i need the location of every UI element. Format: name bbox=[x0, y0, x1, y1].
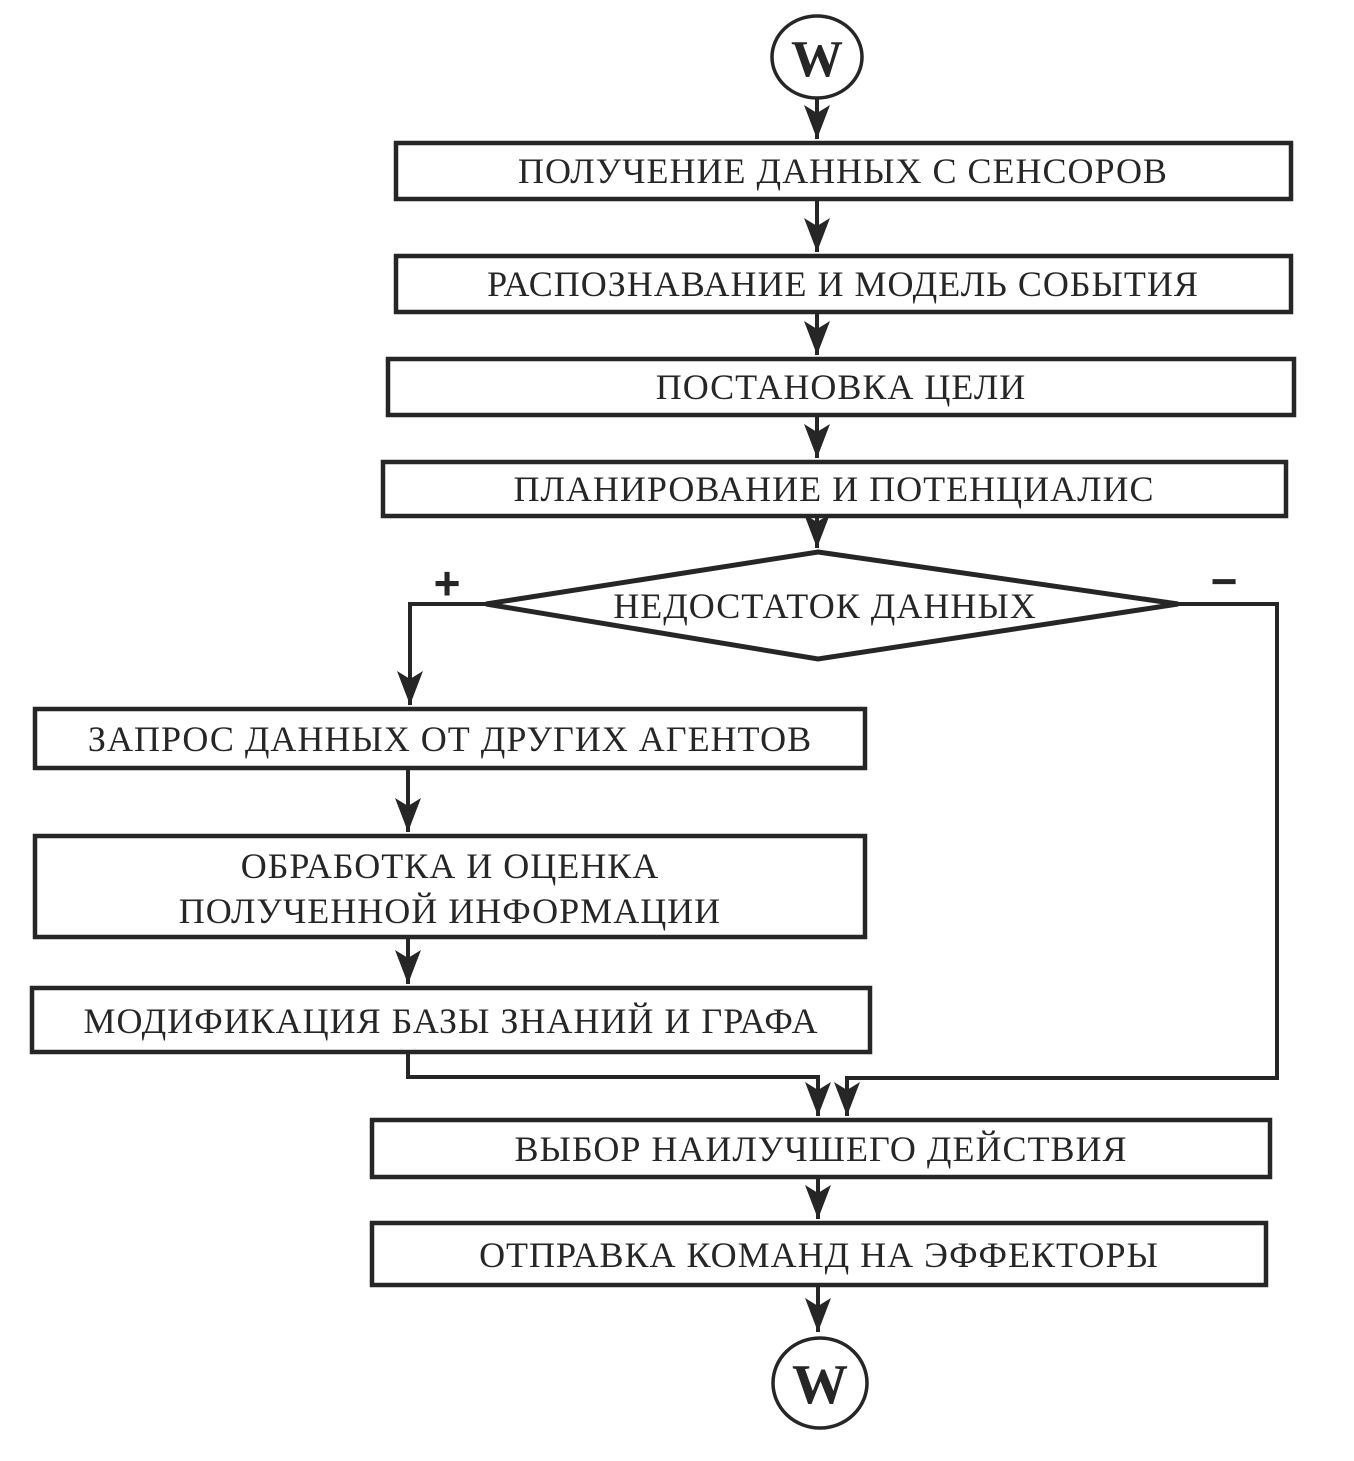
node-sensor-data-label: ПОЛУЧЕНИЕ ДАННЫХ С СЕНСОРОВ bbox=[518, 151, 1168, 191]
node-choose-action: ВЫБОР НАИЛУЧШЕГО ДЕЙСТВИЯ bbox=[369, 1117, 1273, 1180]
node-sensor-data-box bbox=[393, 140, 1294, 202]
edges bbox=[395, 98, 1279, 1332]
end-terminal: W bbox=[771, 1336, 869, 1430]
start-terminal: W bbox=[770, 14, 864, 100]
node-modify-knowledge-label: МОДИФИКАЦИЯ БАЗЫ ЗНАНИЙ И ГРАФА bbox=[83, 1001, 818, 1041]
node-recognition-box bbox=[393, 253, 1294, 315]
node-send-commands: ОТПРАВКА КОМАНД НА ЭФФЕКТОРЫ bbox=[369, 1220, 1269, 1288]
node-send-commands-box bbox=[369, 1220, 1269, 1288]
end-terminal-label: W bbox=[792, 1354, 848, 1416]
node-recognition: РАСПОЗНАВАНИЕ И МОДЕЛЬ СОБЫТИЯ bbox=[393, 253, 1294, 315]
edge-decision-negative-to-choose-action bbox=[834, 602, 1279, 1116]
node-goal-setting-box bbox=[385, 356, 1297, 418]
node-process-info: ОБРАБОТКА И ОЦЕНКА ПОЛУЧЕННОЙ ИНФОРМАЦИИ bbox=[32, 833, 868, 940]
node-request-data-label: ЗАПРОС ДАННЫХ ОТ ДРУГИХ АГЕНТОВ bbox=[88, 719, 812, 759]
node-choose-action-label: ВЫБОР НАИЛУЧШЕГО ДЕЙСТВИЯ bbox=[515, 1129, 1128, 1169]
node-choose-action-box bbox=[369, 1117, 1273, 1180]
node-sensor-data: ПОЛУЧЕНИЕ ДАННЫХ С СЕНСОРОВ bbox=[393, 140, 1294, 202]
node-modify-knowledge: МОДИФИКАЦИЯ БАЗЫ ЗНАНИЙ И ГРАФА bbox=[29, 985, 873, 1055]
node-request-data: ЗАПРОС ДАННЫХ ОТ ДРУГИХ АГЕНТОВ bbox=[32, 706, 868, 771]
node-request-data-box bbox=[32, 706, 868, 771]
end-terminal-circle bbox=[771, 1336, 869, 1430]
node-goal-setting: ПОСТАНОВКА ЦЕЛИ bbox=[385, 356, 1297, 418]
edge-decision-positive-to-request-data bbox=[397, 602, 486, 705]
node-planning-label: ПЛАНИРОВАНИЕ И ПОТЕНЦИАЛИС bbox=[514, 469, 1155, 509]
node-process-info-label-line1: ОБРАБОТКА И ОЦЕНКА bbox=[241, 846, 660, 886]
node-process-info-box bbox=[32, 833, 868, 940]
node-goal-setting-label: ПОСТАНОВКА ЦЕЛИ bbox=[656, 367, 1027, 407]
decision-negative-sign: − bbox=[1211, 555, 1238, 607]
node-recognition-label: РАСПОЗНАВАНИЕ И МОДЕЛЬ СОБЫТИЯ bbox=[487, 264, 1199, 304]
decision-data-shortage: НЕДОСТАТОК ДАННЫХ + − bbox=[434, 549, 1238, 662]
node-modify-knowledge-box bbox=[29, 985, 873, 1055]
node-planning: ПЛАНИРОВАНИЕ И ПОТЕНЦИАЛИС bbox=[380, 459, 1289, 519]
decision-positive-sign: + bbox=[434, 557, 461, 609]
node-send-commands-label: ОТПРАВКА КОМАНД НА ЭФФЕКТОРЫ bbox=[479, 1235, 1159, 1275]
decision-diamond-shape bbox=[485, 549, 1179, 662]
edge-modify-knowledge-to-choose-action bbox=[406, 1052, 831, 1116]
decision-label: НЕДОСТАТОК ДАННЫХ bbox=[613, 586, 1037, 626]
node-process-info-label-line2: ПОЛУЧЕННОЙ ИНФОРМАЦИИ bbox=[179, 891, 721, 931]
start-terminal-circle bbox=[770, 14, 864, 100]
start-terminal-label: W bbox=[791, 31, 843, 88]
node-planning-box bbox=[380, 459, 1289, 519]
